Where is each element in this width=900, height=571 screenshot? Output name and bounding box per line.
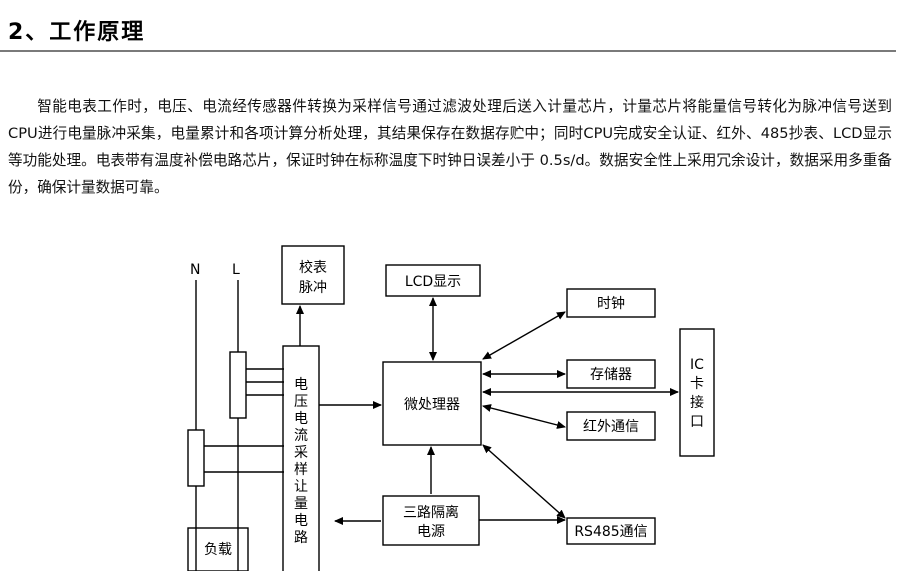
title-divider	[0, 50, 896, 52]
lcd-display-box	[385, 264, 481, 297]
lcd-label: LCD显示	[405, 274, 461, 290]
sampling-label-8: 量	[294, 496, 308, 512]
sampling-label-9: 电	[294, 513, 308, 529]
ic-card-label-1: IC	[690, 357, 704, 373]
sampling-label-4: 流	[294, 428, 308, 444]
ic-card-label-3: 接	[690, 394, 704, 411]
rs485-box	[566, 517, 656, 545]
load-box	[187, 527, 249, 571]
infrared-label: 红外通信	[583, 419, 639, 435]
intro-paragraph: 智能电表工作时，电压、电流经传感器件转换为采样信号通过滤波处理后送入计量芯片，计…	[8, 98, 892, 196]
clock-label: 时钟	[597, 295, 625, 312]
label-n: N	[190, 262, 200, 278]
section-title: 2、工作原理	[8, 20, 146, 45]
current-sensor	[229, 351, 247, 419]
label-l: L	[232, 262, 240, 278]
calibration-label-2: 脉冲	[299, 280, 327, 296]
ic-card-label-2: 卡	[690, 376, 704, 392]
sampling-label-2: 压	[294, 394, 308, 410]
ic-card-box	[679, 328, 715, 457]
microprocessor-box	[382, 361, 482, 446]
arrow-cpu-infrared	[482, 404, 566, 429]
arrow-cpu-rs485	[482, 444, 566, 519]
sampling-label-5: 采	[294, 445, 308, 461]
sampling-circuit-box	[282, 345, 320, 571]
power-supply-label-1: 三路隔离	[403, 504, 459, 521]
calibration-label-1: 校表	[299, 259, 327, 276]
load-label: 负载	[204, 542, 232, 558]
intro-text: 智能电表工作时，电压、电流经传感器件转换为采样信号通过滤波处理后送入计量芯片，计…	[8, 93, 892, 201]
sampling-label-3: 电	[294, 411, 308, 427]
clock-box	[566, 288, 656, 318]
sampling-label-1: 电	[294, 377, 308, 393]
infrared-box	[566, 411, 656, 441]
ic-card-label-4: 口	[690, 414, 704, 430]
sampling-label-6: 样	[294, 462, 308, 478]
microprocessor-label: 微处理器	[404, 397, 460, 413]
calibration-pulse-box	[281, 245, 345, 305]
storage-label: 存储器	[590, 367, 632, 383]
sampling-label-10: 路	[294, 530, 308, 546]
voltage-sensor	[187, 429, 205, 487]
sampling-label-7: 让	[294, 479, 308, 495]
arrow-cpu-clock	[482, 311, 566, 360]
power-supply-label-2: 电源	[417, 524, 445, 540]
rs485-label: RS485通信	[574, 524, 647, 540]
